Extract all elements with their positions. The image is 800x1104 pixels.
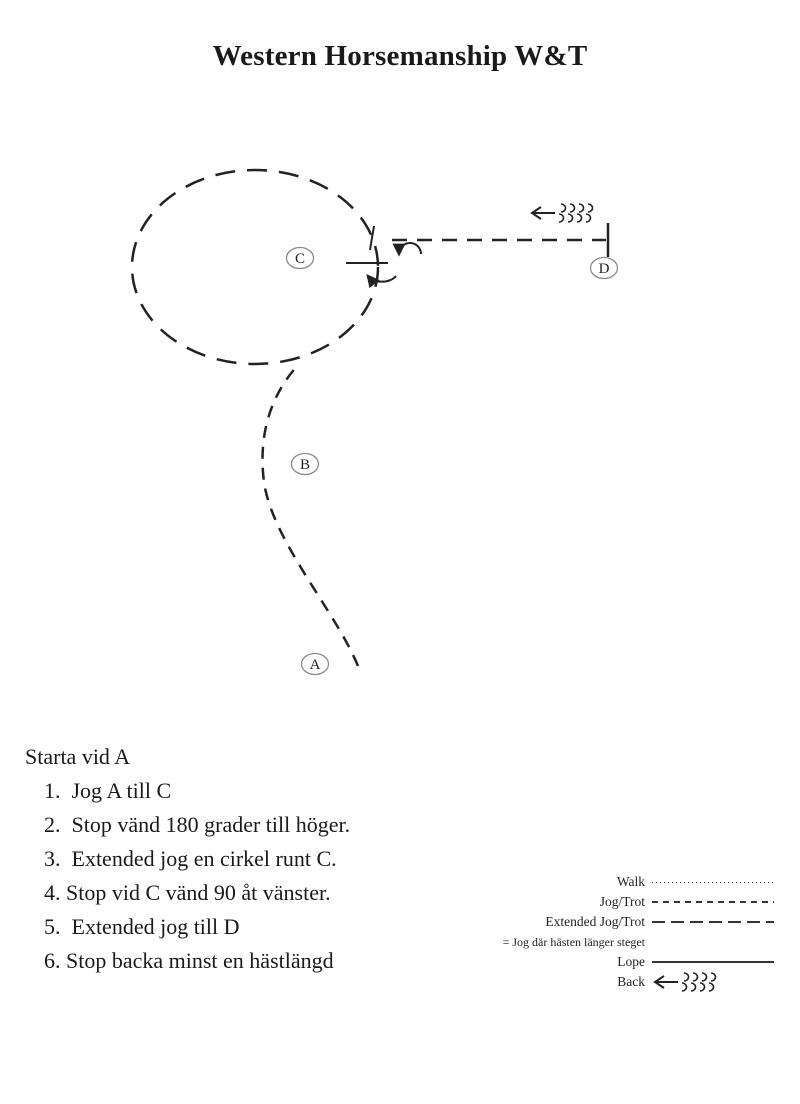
- marker-c-label: C: [295, 251, 305, 267]
- stop-tick-mark: [369, 225, 375, 251]
- extended-line-sample-icon: [652, 921, 774, 923]
- legend-extended-label: Extended Jog/Trot: [545, 914, 645, 929]
- legend-walk-label: Walk: [616, 874, 645, 889]
- instruction-step-2: 2. Stop vänd 180 grader till höger.: [44, 812, 351, 837]
- instruction-step-3: 3. Extended jog en cirkel runt C.: [44, 846, 337, 871]
- marker-b-label: B: [300, 457, 310, 473]
- marker-a-label: A: [310, 657, 321, 673]
- legend-row-back: Back: [422, 972, 774, 992]
- legend-lope-label: Lope: [617, 954, 645, 969]
- legend-row-walk: Walk: [422, 872, 774, 892]
- marker-d-label: D: [599, 261, 610, 277]
- jog-path-a-to-c: [261, 363, 360, 667]
- legend-spacer: [652, 941, 774, 943]
- legend-row-jog: Jog/Trot: [422, 892, 774, 912]
- legend-row-lope: Lope: [422, 952, 774, 972]
- instruction-step-5: 5. Extended jog till D: [44, 914, 240, 939]
- instruction-step-4: 4. Stop vid C vänd 90 åt vänster.: [44, 880, 331, 905]
- legend-back-label: Back: [617, 974, 645, 989]
- back-up-symbol: [531, 203, 594, 223]
- walk-line-sample-icon: [652, 881, 774, 883]
- extended-jog-circle-path: [130, 168, 380, 366]
- marker-b: B: [290, 452, 320, 476]
- back-symbol-sample-icon: [654, 972, 717, 992]
- page-title: Western Horsemanship W&T: [212, 40, 588, 72]
- marker-d: D: [589, 256, 619, 280]
- gait-legend: Walk Jog/Trot Extended Jog/Trot = Jog dä…: [422, 872, 774, 992]
- turn-90-left-arrow: [392, 242, 422, 257]
- legend-jog-label: Jog/Trot: [599, 894, 645, 909]
- instructions-start: Starta vid A: [25, 744, 131, 769]
- instructions-block: Starta vid A 1. Jog A till C 2. Stop vän…: [25, 740, 350, 978]
- legend-row-extended: Extended Jog/Trot: [422, 912, 774, 932]
- legend-extended-note: = Jog där hästen länger steget: [502, 934, 645, 949]
- instruction-step-1: 1. Jog A till C: [44, 778, 172, 803]
- legend-row-extended-note: = Jog där hästen länger steget: [422, 932, 774, 952]
- marker-a: A: [300, 652, 330, 676]
- turn-180-right-arrow: [366, 273, 397, 289]
- pattern-diagram: C D B A: [130, 168, 619, 676]
- marker-c: C: [285, 246, 315, 270]
- instruction-step-6: 6. Stop backa minst en hästlängd: [44, 948, 334, 973]
- jog-line-sample-icon: [652, 901, 774, 903]
- lope-line-sample-icon: [652, 961, 774, 963]
